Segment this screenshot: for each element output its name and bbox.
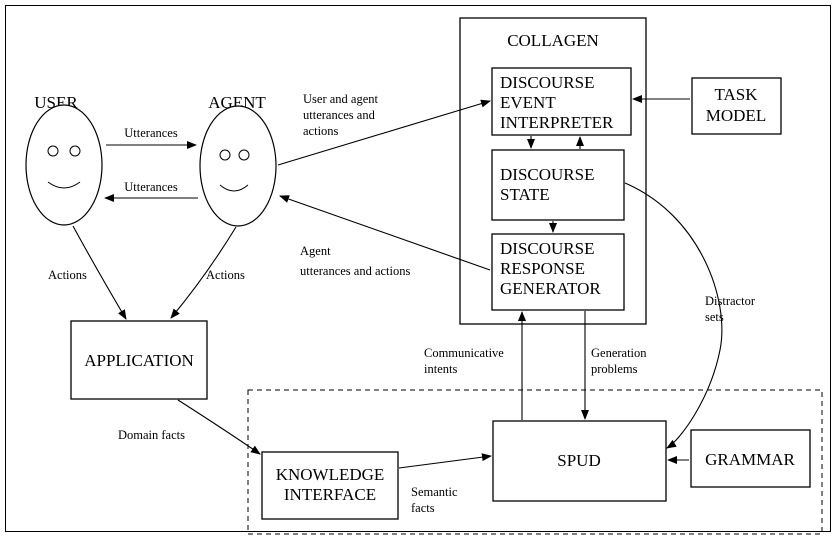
domain-facts-label: Domain facts	[118, 428, 185, 442]
response-generator-box	[491, 233, 625, 311]
discourse-state-line-2: STATE	[500, 185, 550, 204]
event-interpreter-box	[491, 67, 632, 136]
utterances-to-agent-label: Utterances	[124, 126, 178, 140]
communicative-intents-line-1: Communicative	[424, 346, 504, 360]
knowledge-interface-box	[261, 451, 399, 520]
agent-utterances-line-2: utterances and actions	[300, 264, 411, 278]
event-interpreter-line-3: INTERPRETER	[500, 113, 614, 132]
knowledge-interface-line-1: KNOWLEDGE	[276, 465, 385, 484]
grammar-label: GRAMMAR	[705, 450, 795, 469]
discourse-state-box	[491, 149, 625, 221]
application-box	[70, 320, 208, 400]
distractor-sets-arrow	[624, 182, 723, 449]
agent-face-icon	[199, 105, 277, 227]
semantic-facts-line-1: Semantic	[411, 485, 458, 499]
knowledge-interface-line-2: INTERFACE	[284, 485, 376, 504]
user-agent-utterances-line-3: actions	[303, 124, 339, 138]
collagen-label: COLLAGEN	[507, 31, 599, 50]
task-model-box	[691, 77, 782, 135]
application-label: APPLICATION	[84, 351, 194, 370]
event-interpreter-line-2: EVENT	[500, 93, 556, 112]
agent-actions-label: Actions	[206, 268, 245, 282]
grammar-box	[690, 429, 811, 488]
discourse-state-line-1: DISCOURSE	[500, 165, 594, 184]
user-agent-utterances-line-2: utterances and	[303, 108, 376, 122]
response-generator-line-2: RESPONSE	[500, 259, 585, 278]
response-generator-line-1: DISCOURSE	[500, 239, 594, 258]
agent-utterances-arrow	[279, 195, 491, 271]
distractor-sets-line-1: Distractor	[705, 294, 756, 308]
communicative-intents-line-2: intents	[424, 362, 457, 376]
semantic-facts-arrow	[398, 453, 492, 469]
task-model-line-2: MODEL	[706, 106, 766, 125]
response-generator-line-3: GENERATOR	[500, 279, 601, 298]
utterances-to-user-label: Utterances	[124, 180, 178, 194]
user-agent-utterances-line-1: User and agent	[303, 92, 378, 106]
spud-box	[492, 420, 667, 502]
user-actions-label: Actions	[48, 268, 87, 282]
generation-problems-line-1: Generation	[591, 346, 647, 360]
domain-facts-arrow	[177, 399, 261, 455]
agent-label: AGENT	[208, 93, 266, 112]
distractor-sets-line-2: sets	[705, 310, 724, 324]
user-actions-arrow	[72, 225, 127, 320]
agent-utterances-line-1: Agent	[300, 244, 331, 258]
event-interpreter-line-1: DISCOURSE	[500, 73, 594, 92]
user-face-icon	[25, 104, 103, 226]
semantic-facts-line-2: facts	[411, 501, 435, 515]
generation-problems-line-2: problems	[591, 362, 638, 376]
agent-actions-arrow	[170, 226, 237, 319]
spud-label: SPUD	[557, 451, 600, 470]
task-model-line-1: TASK	[714, 85, 758, 104]
outer-frame	[5, 5, 831, 532]
user-agent-utterances-arrow	[277, 99, 491, 166]
spud-region	[247, 389, 823, 535]
